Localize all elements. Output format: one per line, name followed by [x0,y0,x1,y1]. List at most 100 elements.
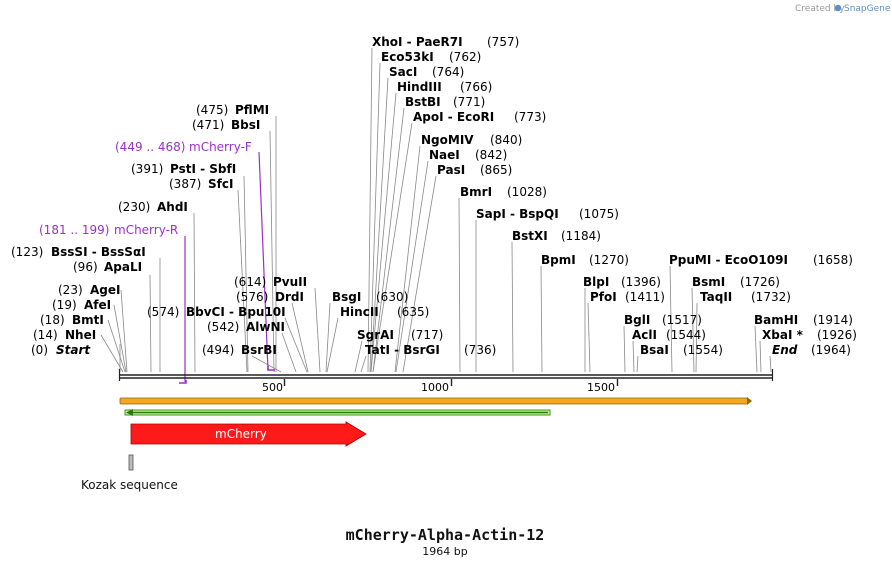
site-leader-lines [100,47,772,373]
mcherry-label: mCherry [215,427,267,441]
site-hindiii[interactable]: HindIII(766) [397,80,492,94]
site-afei[interactable]: (19)AfeI [52,298,111,312]
svg-text:PpuMI - EcoO109I(1658): PpuMI - EcoO109I(1658) [669,253,853,267]
site-bbsi[interactable]: (471)BbsI [192,118,260,132]
site-agei[interactable]: (23)AgeI [58,283,120,297]
site-sfci[interactable]: (387)SfcI [169,177,233,191]
full-length-feature[interactable] [119,397,752,405]
site-saci[interactable]: SacI(764) [389,65,464,79]
site-taqii[interactable]: TaqII(1732) [700,290,791,304]
site-tati[interactable]: TatI - BsrGI(736) [365,343,496,357]
site-nhei[interactable]: (14)NheI [33,328,96,342]
primer-name-label: mCherry-R [114,223,178,237]
tick-label-500: 500 [262,381,283,394]
svg-text:TatI - BsrGI(736): TatI - BsrGI(736) [365,343,496,357]
map-subtitle: 1964 bp [422,545,467,558]
site-acli[interactable]: AclI(1544) [632,328,706,342]
site-eco53ki[interactable]: Eco53kI(762) [381,50,481,64]
site-hincii[interactable]: HincII(635) [340,305,429,319]
site-labels: (0)Start (14)NheI (18)BmtI (19)AfeI (23)… [11,35,857,357]
site-bstbi[interactable]: BstBI(771) [405,95,485,109]
svg-text:PfoI(1411): PfoI(1411) [590,290,665,304]
svg-text:NgoMIV(840): NgoMIV(840) [421,133,522,147]
primer-range-label: (181 .. 199) [39,223,109,237]
svg-text:ApoI - EcoRI(773): ApoI - EcoRI(773) [413,110,546,124]
site-blpi[interactable]: BlpI(1396) [583,275,661,289]
svg-text:BglI(1517): BglI(1517) [624,313,702,327]
map-title: mCherry-Alpha-Actin-12 [346,526,545,544]
site-naei[interactable]: NaeI(842) [429,148,507,162]
reverse-feature[interactable] [124,409,551,416]
primer-mcherry-r[interactable]: (181 .. 199) mCherry-F mCherry-R [39,223,187,384]
site-bsssi[interactable]: (123)BssSI - BssSαI [11,245,146,259]
svg-text:BsgI(630): BsgI(630) [332,290,408,304]
svg-text:(123)BssSI - BssSαI: (123)BssSI - BssSαI [11,245,146,259]
site-bmti[interactable]: (18)BmtI [40,313,104,327]
site-start[interactable]: (0)Start [31,343,91,357]
site-apoi[interactable]: ApoI - EcoRI(773) [413,110,546,124]
svg-text:(542)AlwNI: (542)AlwNI [207,320,285,334]
site-xbai[interactable]: XbaI *(1926) [762,328,857,342]
primer-mcherry-f[interactable]: (449 .. 468) mCherry-F [115,140,275,371]
svg-text:BsaI(1554): BsaI(1554) [640,343,723,357]
svg-text:SacI(764): SacI(764) [389,65,464,79]
svg-text:BamHI(1914): BamHI(1914) [754,313,853,327]
site-bmri[interactable]: BmrI(1028) [460,185,547,199]
site-pasi[interactable]: PasI(865) [437,163,512,177]
site-pfoi[interactable]: PfoI(1411) [590,290,665,304]
site-bbvci[interactable]: (574)BbvCI - Bpu10I [147,305,286,319]
svg-text:HindIII(766): HindIII(766) [397,80,492,94]
site-xhoi[interactable]: XhoI - PaeR7I(757) [372,35,519,49]
svg-text:HincII(635): HincII(635) [340,305,429,319]
site-bamhi[interactable]: BamHI(1914) [754,313,853,327]
site-ppumi[interactable]: PpuMI - EcoO109I(1658) [669,253,853,267]
snapgene-logo-icon [834,4,842,12]
svg-text:AclI(1544): AclI(1544) [632,328,706,342]
svg-text:(23)AgeI: (23)AgeI [58,283,120,297]
site-sgrai[interactable]: SgrAI(717) [357,328,443,342]
svg-text:(0)Start: (0)Start [31,343,91,357]
primer-name-label: mCherry-F [189,140,252,154]
site-bstxi[interactable]: BstXI(1184) [512,229,601,243]
tick-label-1500: 1500 [587,381,615,394]
svg-text:BstBI(771): BstBI(771) [405,95,485,109]
site-bsrbi[interactable]: (494)BsrBI [202,343,277,357]
site-apali[interactable]: (96)ApaLI [73,260,142,274]
site-drdi[interactable]: (576)DrdI [236,290,304,304]
site-bsgi[interactable]: BsgI(630) [332,290,408,304]
svg-text:(494)BsrBI: (494)BsrBI [202,343,277,357]
site-bpmi[interactable]: BpmI(1270) [541,253,629,267]
svg-text:(230)AhdI: (230)AhdI [118,200,188,214]
site-pflmi[interactable]: (475)PflMI [196,103,269,117]
svg-text:BmrI(1028): BmrI(1028) [460,185,547,199]
site-bsmi[interactable]: BsmI(1726) [692,275,780,289]
kozak-feature[interactable]: Kozak sequence [81,454,178,492]
svg-text:(19)AfeI: (19)AfeI [52,298,111,312]
svg-text:PasI(865): PasI(865) [437,163,512,177]
svg-text:(14)NheI: (14)NheI [33,328,96,342]
kozak-label: Kozak sequence [81,478,178,492]
svg-text:(576)DrdI: (576)DrdI [236,290,304,304]
site-ahdi[interactable]: (230)AhdI [118,200,188,214]
site-psti[interactable]: (391)PstI - SbfI [131,162,236,176]
mcherry-feature[interactable]: mCherry [130,421,367,447]
svg-text:BlpI(1396): BlpI(1396) [583,275,661,289]
site-alwni[interactable]: (542)AlwNI [207,320,285,334]
site-pvuii[interactable]: (614)PvuII [234,275,307,289]
site-ngomiv[interactable]: NgoMIV(840) [421,133,522,147]
credit-prefix: Created by [795,4,845,14]
tick-label-1000: 1000 [421,381,449,394]
site-bgli[interactable]: BglI(1517) [624,313,702,327]
svg-text:(614)PvuII: (614)PvuII [234,275,307,289]
site-end[interactable]: End(1964) [772,343,851,357]
primer-range-label: (449 .. 468) [115,140,185,154]
site-sapi[interactable]: SapI - BspQI(1075) [476,207,619,221]
site-bsai[interactable]: BsaI(1554) [640,343,723,357]
sequence-backbone: 500 1000 1500 [118,369,774,394]
svg-text:SapI - BspQI(1075): SapI - BspQI(1075) [476,207,619,221]
credit-brand: SnapGene [844,4,891,14]
svg-text:BsmI(1726): BsmI(1726) [692,275,780,289]
svg-text:End(1964): End(1964) [772,343,851,357]
svg-text:(574)BbvCI - Bpu10I: (574)BbvCI - Bpu10I [147,305,286,319]
